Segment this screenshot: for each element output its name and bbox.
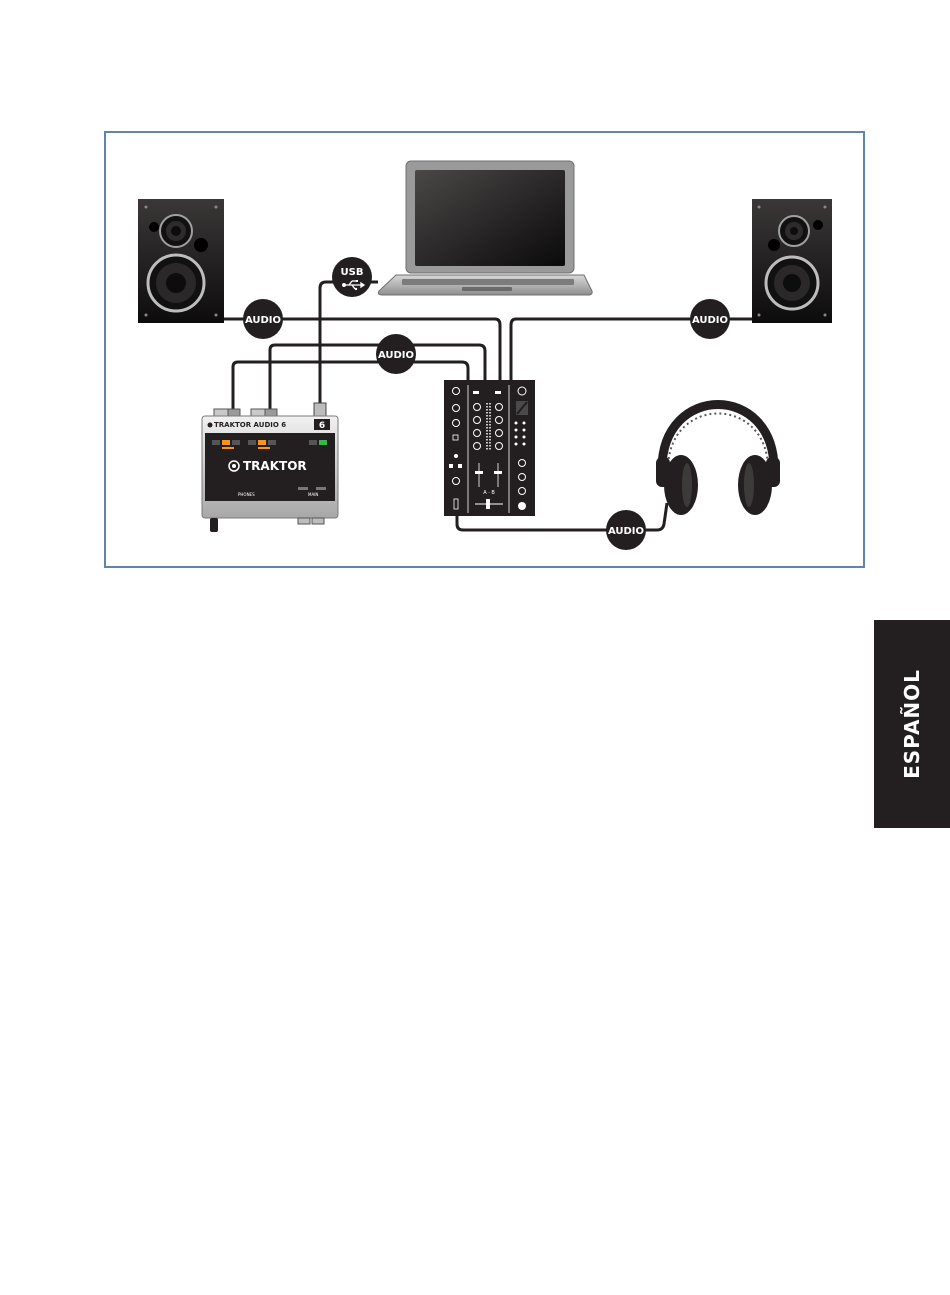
left-speaker (138, 199, 224, 323)
laptop (378, 161, 592, 295)
interface-main-label: MAIN (308, 492, 318, 497)
audio-interface: TRAKTOR AUDIO 6 6 TRAKTOR PHONES MAIN (202, 403, 338, 532)
interface-phones-label: PHONES (238, 492, 255, 497)
audio-label-left-speaker: AUDIO (245, 315, 281, 326)
usb-badge: USB (332, 257, 372, 297)
audio-badge-interface: AUDIO (376, 334, 416, 374)
usb-label: USB (341, 267, 364, 278)
right-speaker (752, 199, 832, 323)
audio-label-headphones: AUDIO (608, 526, 644, 537)
interface-model-badge: 6 (319, 421, 325, 431)
audio-label-right-speaker: AUDIO (692, 315, 728, 326)
interface-brand-main: TRAKTOR (243, 459, 307, 473)
audio-badge-left-speaker: AUDIO (243, 299, 283, 339)
audio-label-interface: AUDIO (378, 350, 414, 361)
connection-diagram: TRAKTOR AUDIO 6 6 TRAKTOR PHONES MAIN (104, 131, 865, 568)
dj-mixer: A · B (444, 380, 535, 516)
audio-badge-headphones: AUDIO (606, 510, 646, 550)
headphones (656, 405, 780, 516)
svg-text:A · B: A · B (483, 490, 495, 496)
language-tab: ESPAÑOL (874, 620, 950, 828)
audio-badge-right-speaker: AUDIO (690, 299, 730, 339)
interface-brand-top: TRAKTOR AUDIO 6 (214, 421, 286, 429)
language-tab-label: ESPAÑOL (900, 669, 924, 779)
